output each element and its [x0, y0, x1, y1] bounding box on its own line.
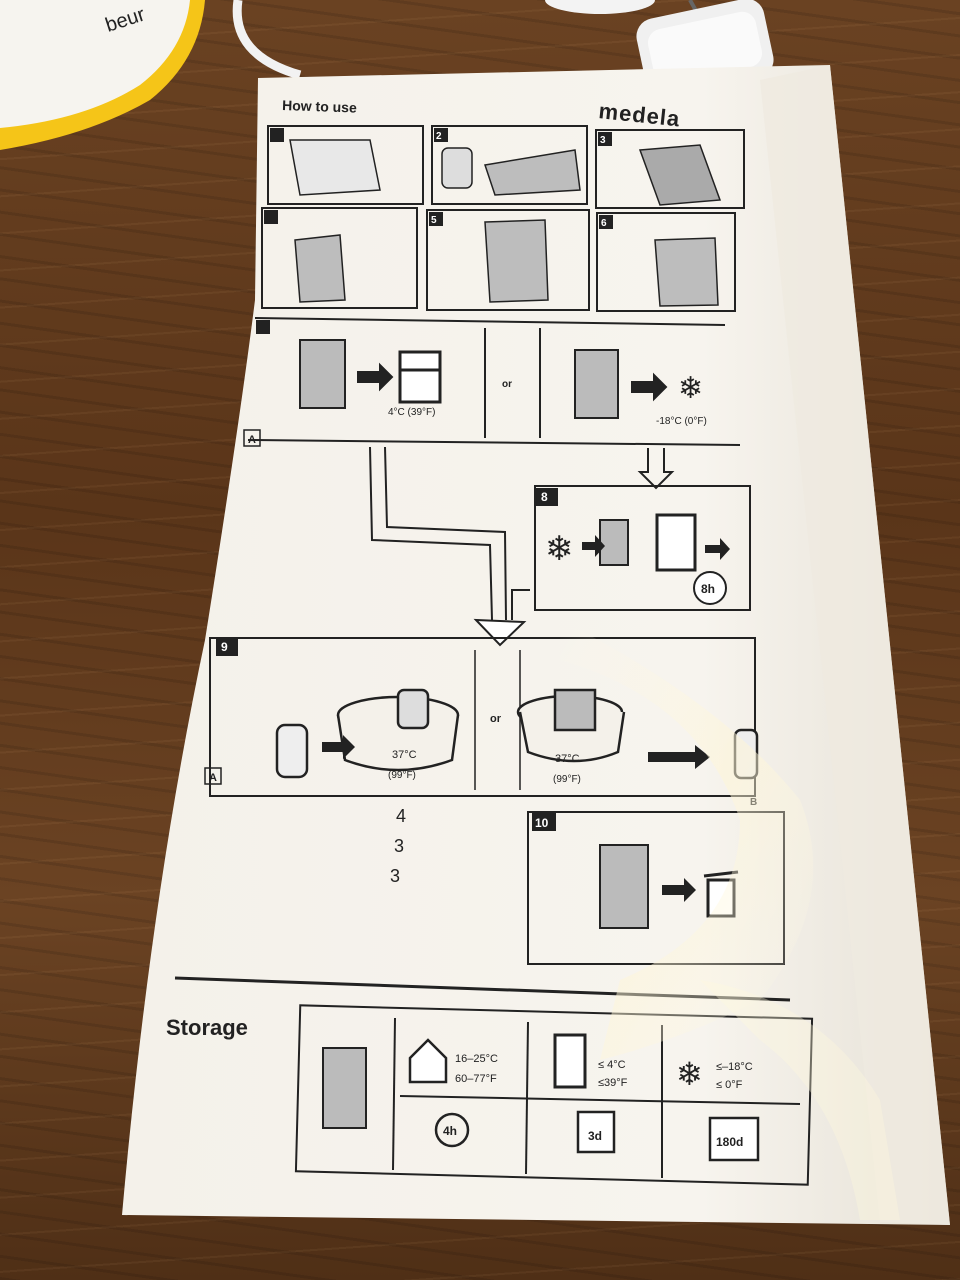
freezer-storage-temp-c: ≤–18°C [716, 1061, 753, 1073]
lamp: beur [0, 0, 205, 150]
freezer-snowflake-icon: ❄ [678, 372, 703, 405]
thaw-time-label: 8h [701, 582, 715, 596]
step-numbers [216, 128, 613, 831]
section-a-label: A [248, 434, 256, 446]
thaw-snowflake-icon: ❄ [545, 530, 574, 568]
bath-temp-f-right: (99°F) [553, 774, 581, 785]
freezer-storage-temp-f: ≤ 0°F [716, 1079, 743, 1091]
steps-grid [261, 125, 745, 312]
storage-snowflake-icon: ❄ [676, 1056, 703, 1092]
storage-fridge-icon [553, 1033, 587, 1089]
warming-pots [275, 688, 759, 780]
room-time: 4h [443, 1124, 457, 1138]
fridge-temp-label: 4°C (39°F) [388, 407, 435, 418]
storage-table [294, 1004, 814, 1186]
room-temp-house-icon [408, 1038, 448, 1084]
storage-bag-icon [322, 1047, 367, 1129]
room-temp-f: 60–77°F [455, 1073, 497, 1085]
clock-icon [693, 571, 727, 605]
graduation-2: 3 [394, 836, 404, 856]
step-7-icons [299, 339, 668, 419]
step-6-label: 6 [601, 218, 607, 229]
freezer-calendar-icon [708, 1116, 760, 1162]
graduation-3: 3 [390, 866, 400, 886]
step-5-label: 5 [431, 215, 437, 226]
frozen-bag-icon [599, 519, 629, 566]
flow-arrows [369, 446, 675, 647]
storage-title: Storage [166, 1015, 248, 1040]
device-base [545, 0, 655, 14]
graduation-1: 4 [396, 806, 406, 826]
step-8-panel [534, 485, 751, 611]
step-8-label: 8 [541, 490, 548, 504]
used-bag-icon [599, 844, 649, 929]
power-cable [232, 0, 302, 80]
room-time-clock-icon [434, 1112, 470, 1148]
step-10-label: 10 [535, 816, 549, 830]
fridge-storage-temp-f: ≤39°F [598, 1077, 628, 1089]
step-9-panel [209, 637, 756, 797]
bath-temp-c-left: 37°C [392, 749, 417, 761]
or-label-step7: or [502, 379, 512, 390]
plastic-glare [560, 620, 814, 1060]
fridge-storage-temp-c: ≤ 4°C [598, 1059, 626, 1071]
step-illustrations [289, 139, 722, 307]
step-7-panel [247, 317, 741, 446]
step-3-label: 3 [600, 135, 606, 146]
step-9-label: 9 [221, 640, 228, 654]
fridge-icon [655, 513, 697, 572]
bath-temp-f-left: (99°F) [388, 770, 416, 781]
freezer-time: 180d [716, 1135, 743, 1149]
step-2-label: 2 [436, 131, 442, 142]
room-temp-c: 16–25°C [455, 1053, 498, 1065]
freezer-temp-label: -18°C (0°F) [656, 416, 707, 427]
fridge-time: 3d [588, 1129, 602, 1143]
bath-temp-c-right: 37°C [555, 753, 580, 765]
how-to-use-header: How to use [282, 97, 357, 116]
or-label-step9: or [490, 713, 502, 725]
fridge-calendar-icon [576, 1110, 616, 1154]
section-a-label-step9: A [209, 772, 217, 784]
